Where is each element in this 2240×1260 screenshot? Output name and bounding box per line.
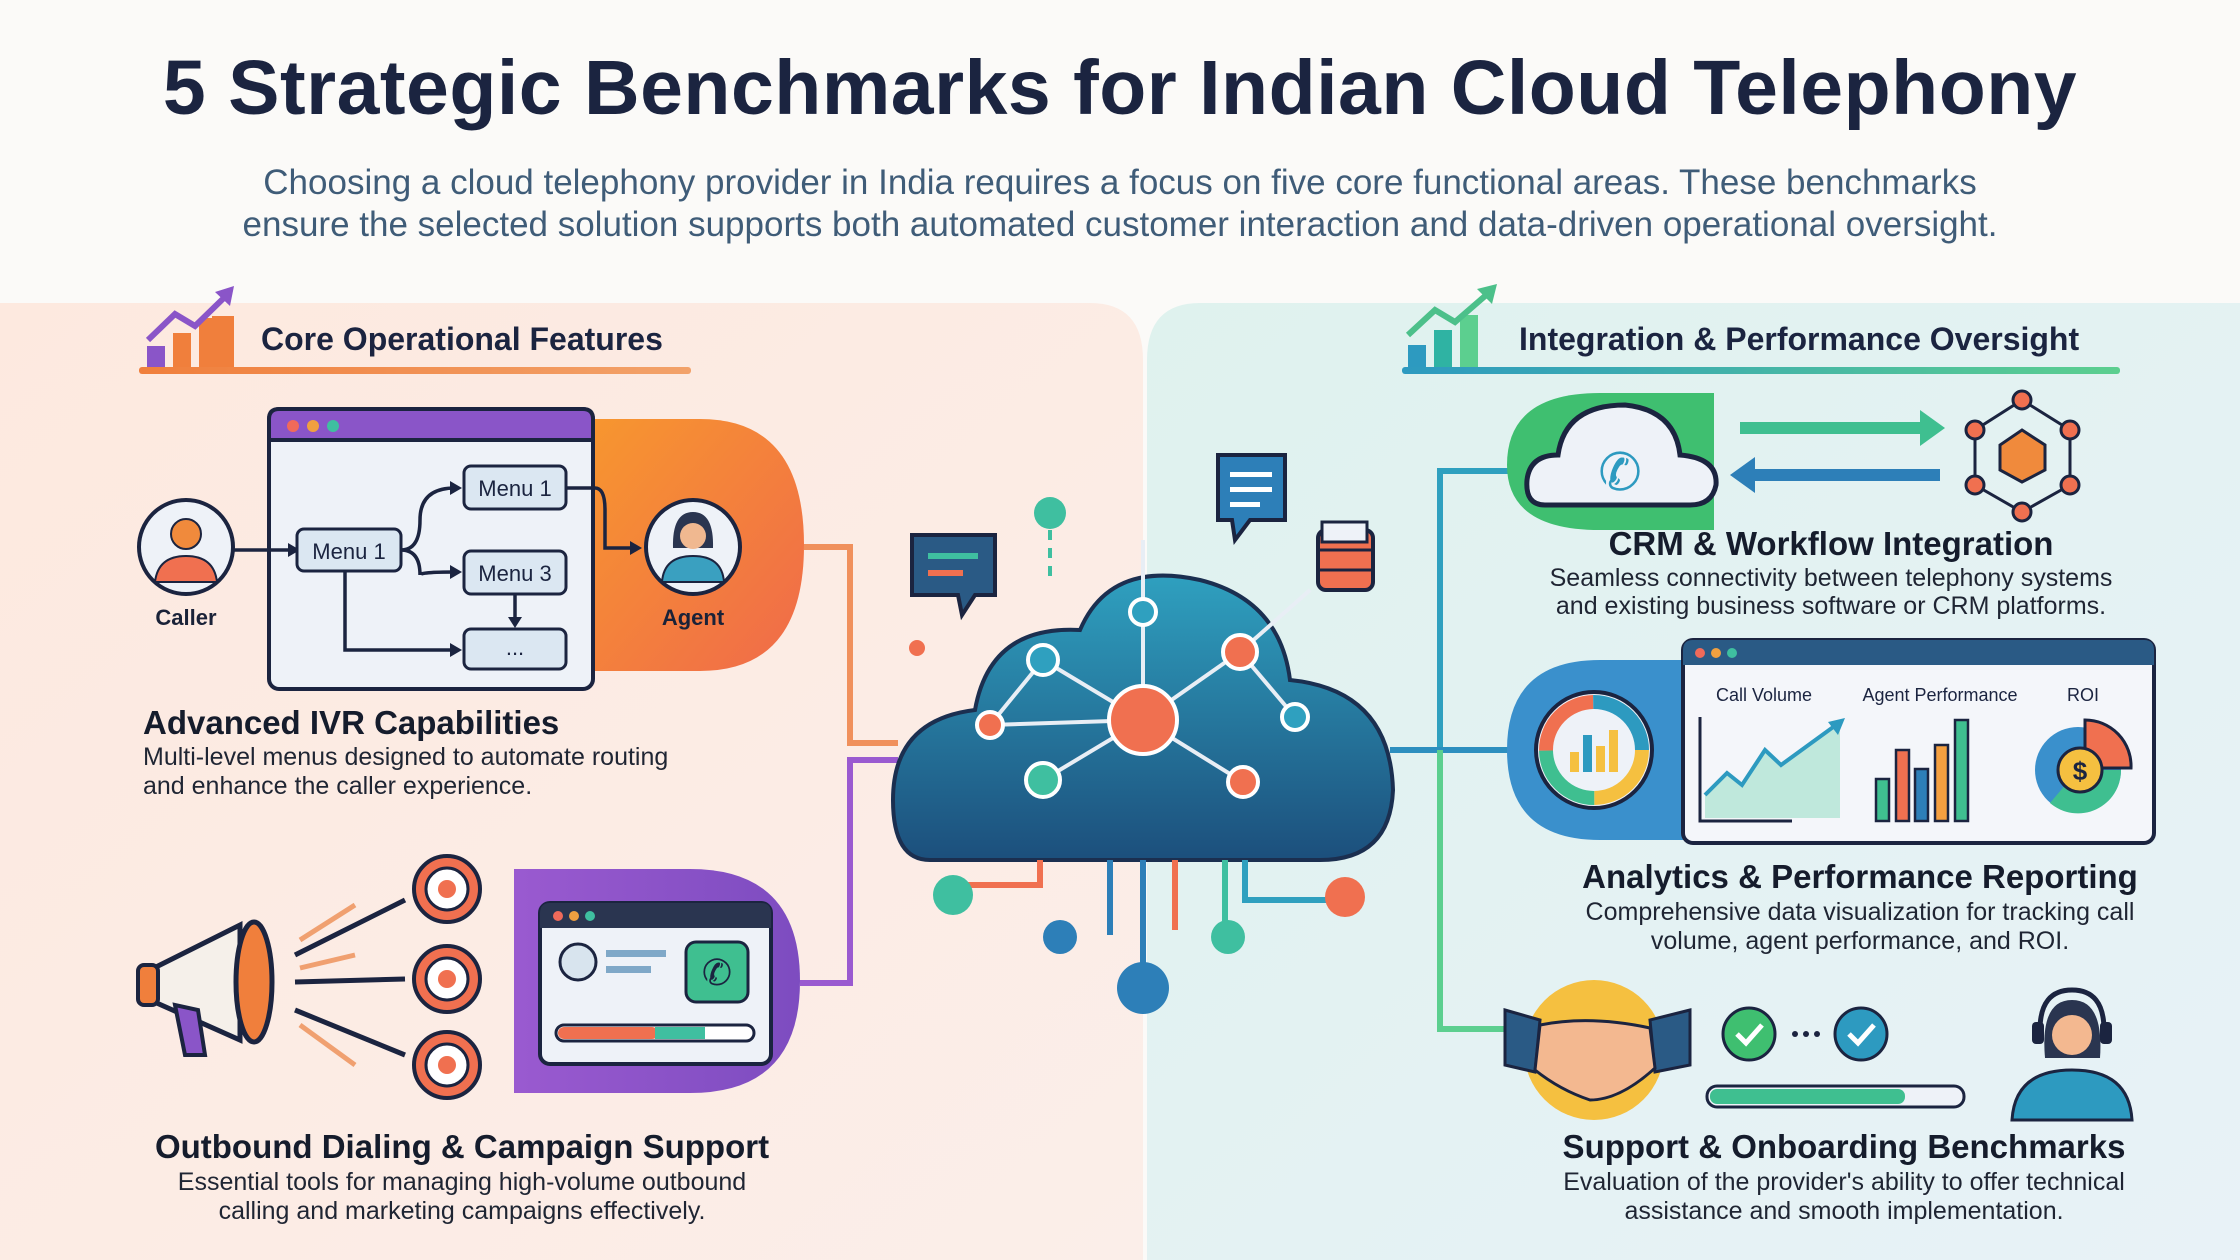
ivr-title: Advanced IVR Capabilities (143, 704, 560, 741)
ivr-desc-1: Multi-level menus designed to automate r… (143, 743, 669, 771)
donut-chart-icon (1534, 690, 1654, 810)
page-title: 5 Strategic Benchmarks for Indian Cloud … (162, 45, 2078, 131)
menu-box-label: ... (506, 635, 524, 660)
support-desc-2: assistance and smooth implementation. (1624, 1197, 2064, 1225)
ivr-window: Menu 1 Menu 1 Menu 3 ... (232, 407, 642, 691)
chat-bubble-icon (910, 533, 997, 621)
support-desc-1: Evaluation of the provider's ability to … (1563, 1168, 2125, 1196)
analytics-desc-1: Comprehensive data visualization for tra… (1585, 898, 2135, 926)
growth-chart-icon-right (1405, 284, 1497, 370)
right-header-underline (1402, 367, 2120, 374)
crm-desc-2: and existing business software or CRM pl… (1555, 592, 2107, 620)
checkmark-icons (1721, 1006, 1889, 1062)
central-cloud-network-icon (890, 497, 1396, 1014)
crm-title: CRM & Workflow Integration (1608, 525, 2054, 562)
onboarding-progress-bar (1705, 1084, 1966, 1109)
analytics-title: Analytics & Performance Reporting (1582, 858, 2138, 895)
growth-chart-icon-left (145, 286, 234, 372)
database-icon (1316, 520, 1375, 592)
connector-outbound (800, 757, 898, 986)
dashboard-window: Call Volume Agent Performance ROI $ (1681, 638, 2156, 845)
phone-icon: ✆ (702, 952, 732, 993)
section-header-integration: Integration & Performance Oversight (1519, 321, 2080, 357)
call-volume-label: Call Volume (1716, 685, 1812, 705)
connector-ivr (804, 544, 898, 746)
analytics-desc-2: volume, agent performance, and ROI. (1650, 927, 2070, 955)
agent-performance-bar-chart (1874, 718, 1970, 823)
message-icon (1216, 453, 1287, 546)
ivr-desc-2: and enhance the caller experience. (143, 772, 533, 800)
target-icons (412, 854, 482, 1100)
megaphone-icon (136, 919, 275, 1057)
agent-performance-label: Agent Performance (1862, 685, 2017, 705)
network-cube-icon (1964, 389, 2081, 523)
roi-label: ROI (2067, 685, 2099, 705)
agent-label-text: Agent (661, 605, 725, 630)
outbound-desc-2: calling and marketing campaigns effectiv… (218, 1197, 706, 1225)
dialer-window: ✆ (538, 901, 773, 1066)
menu-box-label: Menu 1 (478, 476, 551, 501)
crm-desc-1: Seamless connectivity between telephony … (1549, 564, 2113, 592)
svg-text:✆: ✆ (1598, 444, 1642, 502)
subtitle-line-2: ensure the selected solution supports bo… (242, 205, 1998, 244)
menu-box-label: Menu 3 (478, 561, 551, 586)
section-header-core-operational: Core Operational Features (261, 321, 663, 357)
cloud-phone-icon: ✆ (1524, 402, 1719, 508)
roi-pie-icon: $ (2035, 718, 2133, 814)
outbound-desc-1: Essential tools for managing high-volume… (177, 1168, 747, 1196)
outbound-title: Outbound Dialing & Campaign Support (154, 1128, 770, 1165)
subtitle-line-1: Choosing a cloud telephony provider in I… (263, 163, 1977, 202)
caller-label-text: Caller (155, 605, 217, 630)
support-agent-headset-icon (2010, 987, 2134, 1122)
call-volume-line-chart (1698, 717, 1845, 823)
dollar-icon: $ (2073, 756, 2088, 786)
campaign-arrows (293, 897, 407, 1068)
left-header-underline (139, 367, 691, 374)
connector-support (1437, 750, 1510, 1032)
agent-avatar-icon (644, 498, 742, 596)
sync-arrows-icon (1730, 410, 1945, 493)
handshake-icon (1503, 980, 1692, 1120)
support-title: Support & Onboarding Benchmarks (1562, 1128, 2126, 1165)
caller-avatar-icon (137, 498, 235, 596)
menu-box-label: Menu 1 (312, 539, 385, 564)
